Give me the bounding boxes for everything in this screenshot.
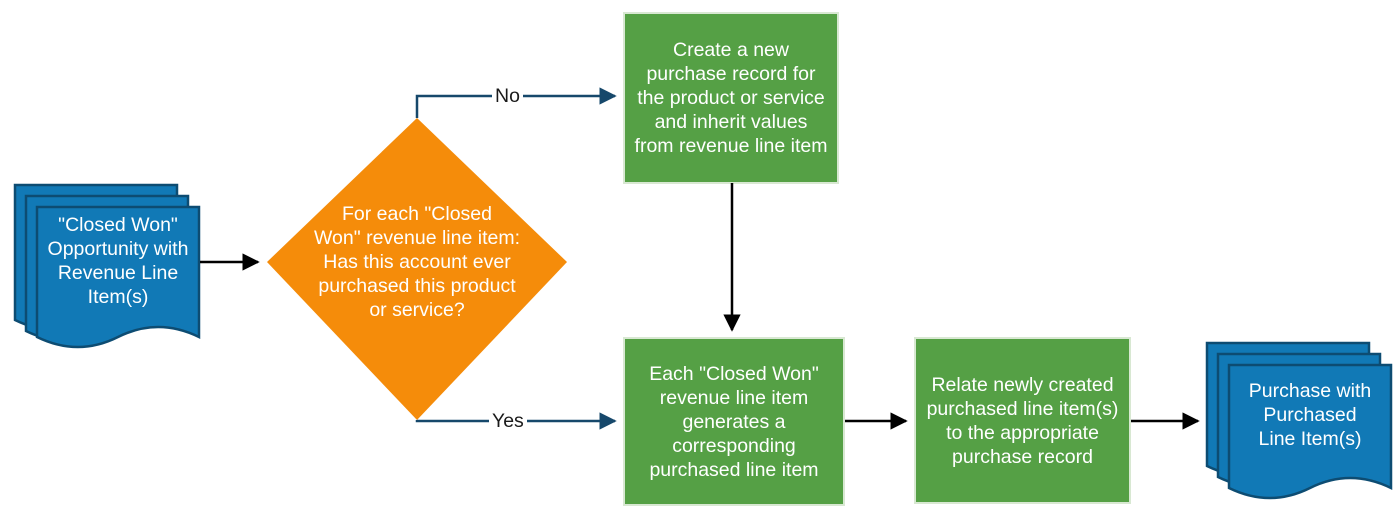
node-create-purchase[interactable] (623, 12, 839, 184)
node-start-doc[interactable] (13, 183, 201, 349)
node-relate-line-item[interactable] (914, 337, 1131, 504)
end-doc-sheet-front (1227, 363, 1393, 500)
edge-label-no: No (492, 85, 523, 107)
node-generate-line-item[interactable] (623, 337, 845, 506)
edge-decision-to-create-purchase (415, 87, 617, 118)
start-doc-sheet-front (35, 205, 201, 349)
edge-label-yes: Yes (489, 410, 527, 432)
node-decision[interactable] (267, 118, 567, 420)
node-end-doc[interactable] (1205, 341, 1393, 500)
edge-decision-to-generate-line-item (415, 412, 617, 430)
decision-diamond-shape (267, 118, 567, 420)
